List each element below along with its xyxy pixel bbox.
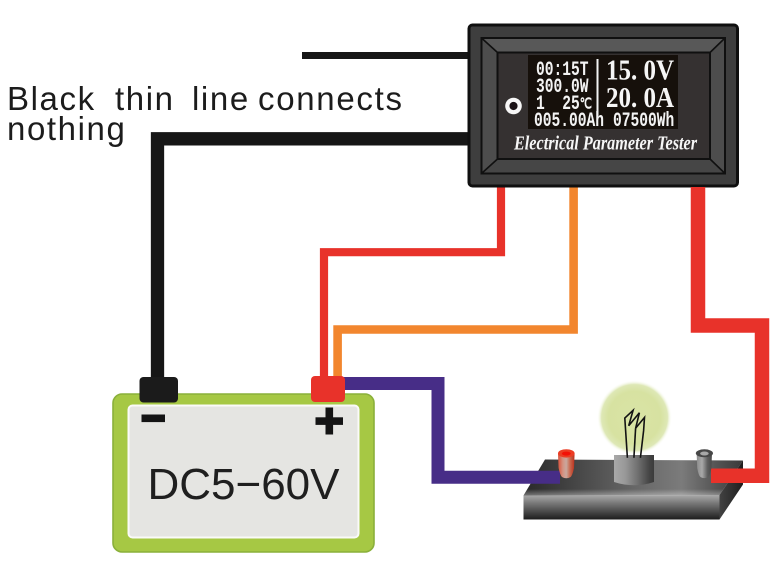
svg-text:15. 0V: 15. 0V (606, 54, 674, 86)
svg-text:20. 0A: 20. 0A (606, 82, 675, 114)
svg-text:nothing: nothing (7, 110, 126, 147)
svg-text:1 25℃: 1 25℃ (536, 93, 592, 116)
svg-text:Electrical Parameter Tester: Electrical Parameter Tester (513, 133, 697, 155)
svg-text:DC5−60V: DC5−60V (147, 460, 340, 509)
svg-text:07500Wh: 07500Wh (613, 110, 674, 133)
svg-text:005.00Ah: 005.00Ah (534, 110, 604, 133)
svg-text:300.0W: 300.0W (536, 76, 589, 99)
svg-text:00:15T: 00:15T (536, 59, 589, 82)
